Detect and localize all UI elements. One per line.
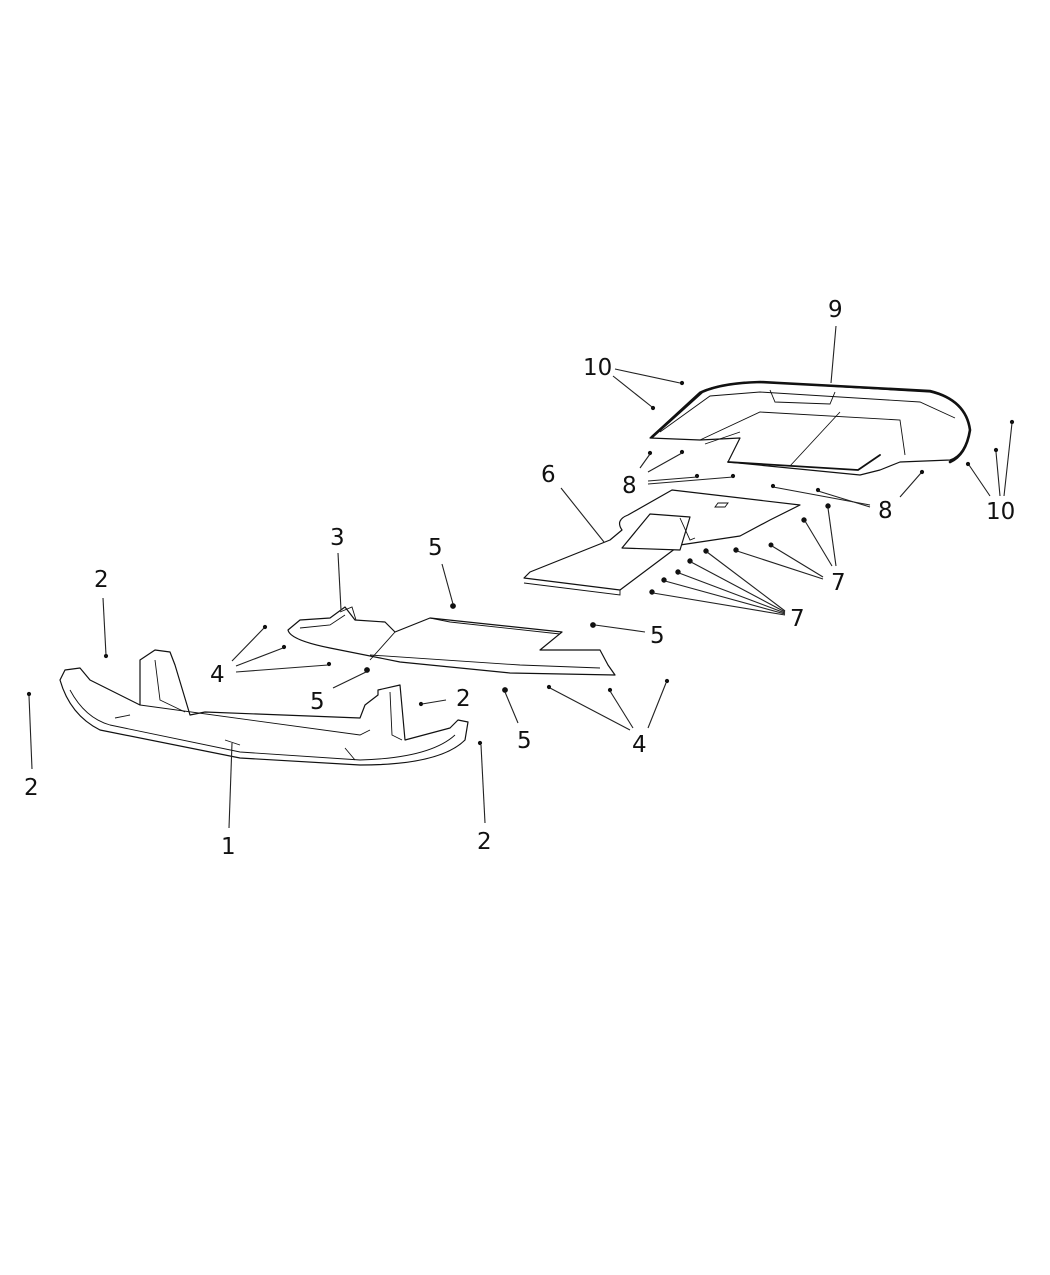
fastener-5[interactable]	[502, 687, 508, 693]
part-6-center-pan[interactable]	[523, 489, 801, 596]
fastener-4[interactable]	[546, 684, 552, 690]
callout-2[interactable]: 2	[477, 829, 492, 855]
callout-3[interactable]: 3	[330, 525, 345, 551]
fastener-2[interactable]	[26, 691, 32, 697]
fastener-5[interactable]	[590, 622, 596, 628]
part-3-front-shield[interactable]	[287, 606, 616, 676]
callout-4[interactable]: 4	[632, 732, 647, 758]
part-1-front-fascia[interactable]	[59, 649, 469, 766]
callout-9[interactable]: 9	[828, 297, 843, 323]
callout-5[interactable]: 5	[517, 728, 532, 754]
callout-1[interactable]: 1	[221, 834, 236, 860]
fastener-5[interactable]	[450, 603, 456, 609]
callout-8[interactable]: 8	[878, 498, 893, 524]
callout-2[interactable]: 2	[24, 775, 39, 801]
callout-5[interactable]: 5	[650, 623, 665, 649]
leader-lines	[28, 325, 1013, 829]
fastener-10[interactable]	[965, 461, 971, 467]
fastener-4[interactable]	[262, 624, 268, 630]
callout-7[interactable]: 7	[831, 570, 846, 596]
fastener-5[interactable]	[364, 667, 370, 673]
callout-6[interactable]: 6	[541, 462, 556, 488]
fastener-4[interactable]	[664, 678, 670, 684]
callout-8[interactable]: 8	[622, 473, 637, 499]
fastener-4[interactable]	[281, 644, 287, 650]
callout-2[interactable]: 2	[456, 686, 471, 712]
fastener-10[interactable]	[679, 380, 685, 386]
fastener-10[interactable]	[993, 447, 999, 453]
callout-10[interactable]: 10	[986, 499, 1015, 525]
callout-2[interactable]: 2	[94, 567, 109, 593]
callout-10[interactable]: 10	[583, 355, 612, 381]
callout-labels: 9 10 8 8 10 6 7 7 3 5 2 5 4 5 2 2 5 4 1 …	[24, 297, 1015, 860]
callout-4[interactable]: 4	[210, 662, 225, 688]
callout-5[interactable]: 5	[310, 689, 325, 715]
callout-5[interactable]: 5	[428, 535, 443, 561]
fastener-10[interactable]	[650, 405, 656, 411]
fastener-7[interactable]	[825, 503, 831, 509]
fastener-2[interactable]	[477, 740, 483, 746]
fastener-4[interactable]	[326, 661, 332, 667]
part-9-rear-shield[interactable]	[649, 380, 972, 476]
callout-7[interactable]: 7	[790, 606, 805, 632]
fastener-8[interactable]	[919, 469, 925, 475]
